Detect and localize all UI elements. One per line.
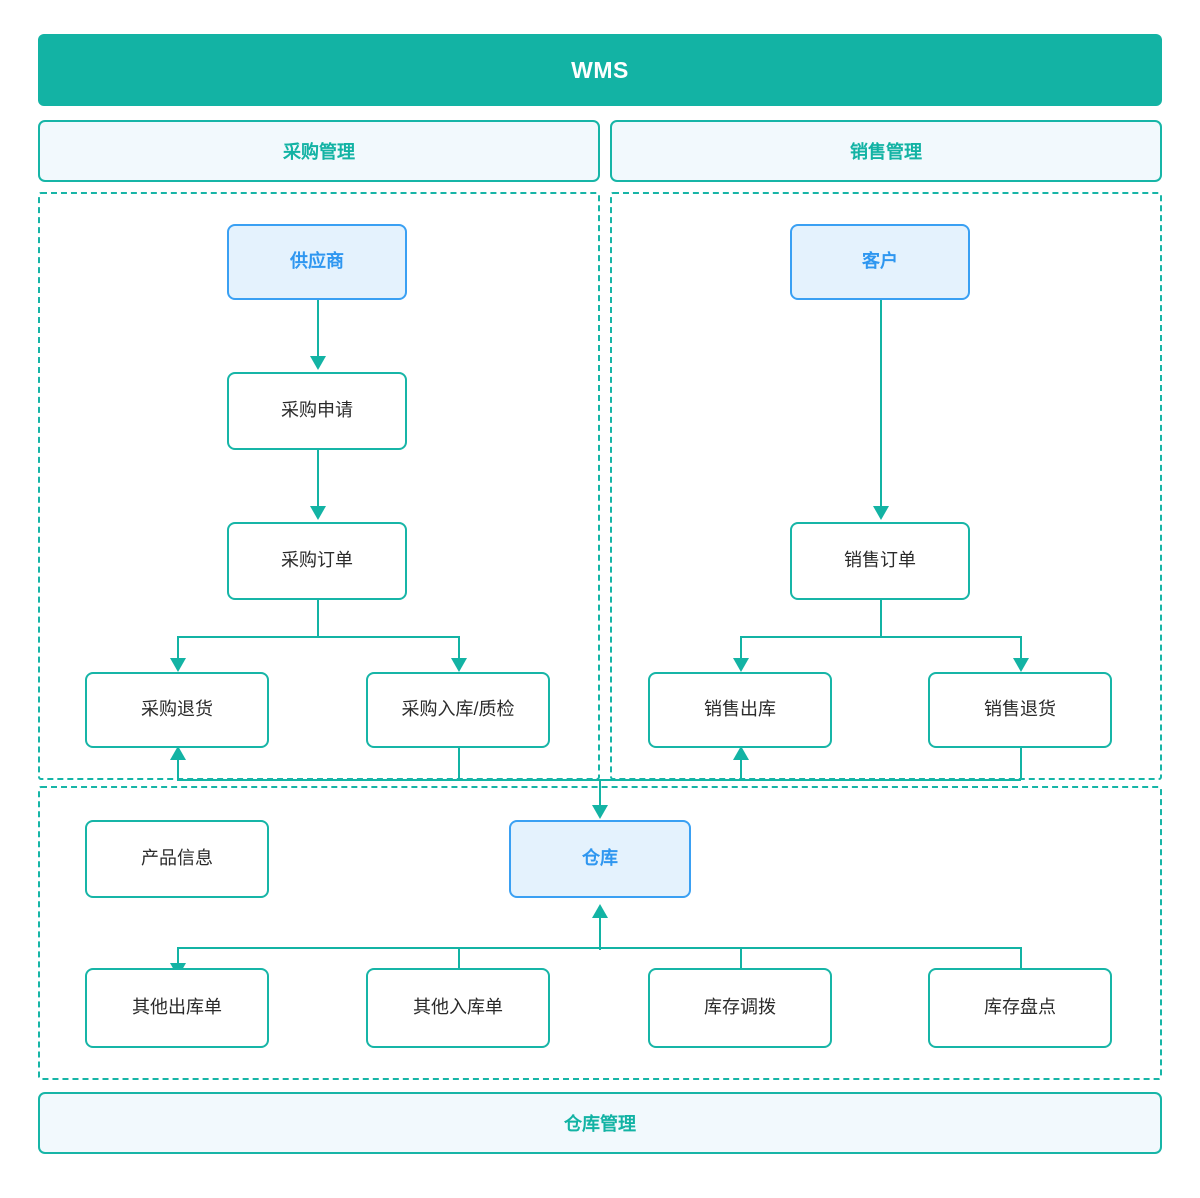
edge-order-to-return-drop <box>177 636 179 664</box>
node-purchase-order[interactable]: 采购订单 <box>227 522 407 600</box>
edge-other-inbound-to-lowerbus <box>458 947 460 982</box>
arrowhead-lowerbus-to-warehouse <box>592 904 608 918</box>
node-sales-outbound[interactable]: 销售出库 <box>648 672 832 748</box>
edge-stock-transfer-to-lowerbus <box>740 947 742 982</box>
arrowhead-bus-to-warehouse <box>592 805 608 819</box>
arrowhead-request-to-order <box>310 506 326 520</box>
node-purchase-return[interactable]: 采购退货 <box>85 672 269 748</box>
edge-customer-to-sales-order <box>880 300 882 512</box>
edge-sales-order-to-return-drop <box>1020 636 1022 664</box>
edge-order-bus <box>177 636 459 638</box>
edge-warehouse-lower-bus <box>177 947 1021 949</box>
node-stock-transfer[interactable]: 库存调拨 <box>648 968 832 1048</box>
section-header-sales: 销售管理 <box>610 120 1162 182</box>
node-sales-order[interactable]: 销售订单 <box>790 522 970 600</box>
arrowhead-customer-to-sales-order <box>873 506 889 520</box>
edge-inbound-to-bus <box>458 748 460 780</box>
edge-supplier-to-request <box>317 300 319 362</box>
edge-lowerbus-to-other-outbound <box>177 947 179 969</box>
node-warehouse[interactable]: 仓库 <box>509 820 691 898</box>
edge-bus-to-warehouse <box>599 779 601 811</box>
node-purchase-request[interactable]: 采购申请 <box>227 372 407 450</box>
arrowhead-bus-to-purchase-return <box>170 746 186 760</box>
edge-bus-to-purchase-return <box>177 748 179 780</box>
arrowhead-sales-order-to-outbound <box>733 658 749 672</box>
section-header-purchase: 采购管理 <box>38 120 600 182</box>
node-purchase-inbound[interactable]: 采购入库/质检 <box>366 672 550 748</box>
arrowhead-order-to-return <box>170 658 186 672</box>
edge-order-stem <box>317 600 319 638</box>
node-stock-count[interactable]: 库存盘点 <box>928 968 1112 1048</box>
edge-bus-to-sales-outbound <box>740 748 742 780</box>
node-sales-return[interactable]: 销售退货 <box>928 672 1112 748</box>
arrowhead-order-to-inbound <box>451 658 467 672</box>
arrowhead-bus-to-sales-outbound <box>733 746 749 760</box>
edge-request-to-order <box>317 450 319 512</box>
node-other-outbound[interactable]: 其他出库单 <box>85 968 269 1048</box>
edge-sales-order-stem <box>880 600 882 638</box>
section-footer-warehouse: 仓库管理 <box>38 1092 1162 1154</box>
node-customer[interactable]: 客户 <box>790 224 970 300</box>
edge-sales-return-to-bus <box>1020 748 1022 780</box>
node-product-info[interactable]: 产品信息 <box>85 820 269 898</box>
edge-warehouse-stem-down <box>599 906 601 950</box>
edge-order-to-inbound-drop <box>458 636 460 664</box>
arrowhead-supplier-to-request <box>310 356 326 370</box>
edge-stock-count-to-lowerbus <box>1020 947 1022 982</box>
edge-sales-order-bus <box>740 636 1021 638</box>
edge-sales-order-to-outbound-drop <box>740 636 742 664</box>
diagram-title: WMS <box>38 34 1162 106</box>
node-other-inbound[interactable]: 其他入库单 <box>366 968 550 1048</box>
node-supplier[interactable]: 供应商 <box>227 224 407 300</box>
arrowhead-sales-order-to-return <box>1013 658 1029 672</box>
